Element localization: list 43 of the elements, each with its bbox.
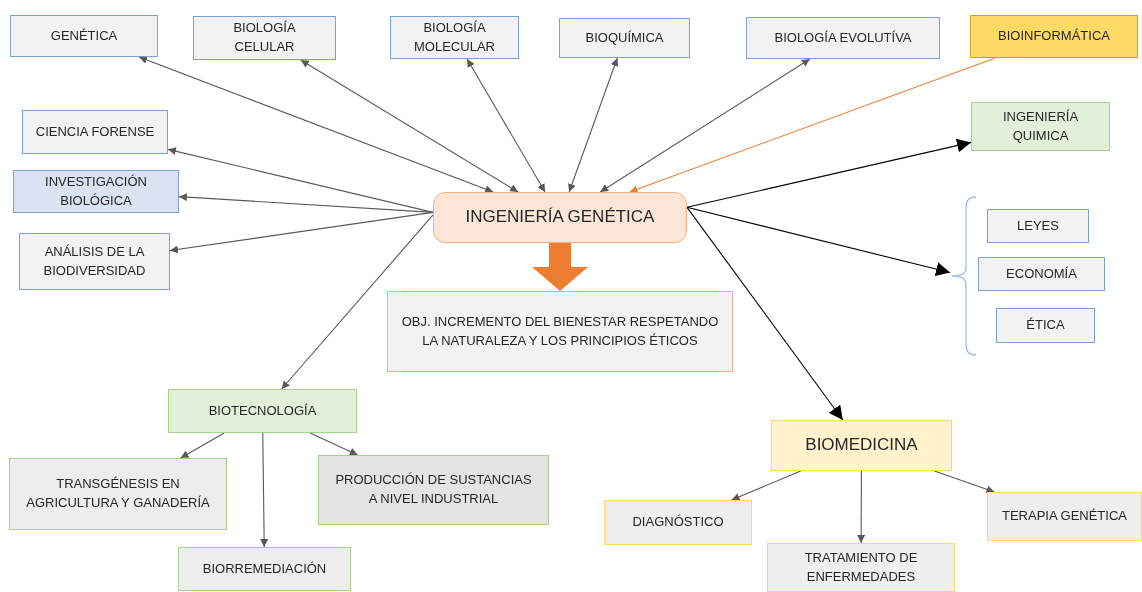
- concept-box: ANÁLISIS DE LA BIODIVERSIDAD: [19, 233, 170, 290]
- arrow: [686, 138, 972, 208]
- arrow: [167, 147, 434, 213]
- concept-box: DIAGNÓSTICO: [604, 500, 752, 545]
- concept-box: INVESTIGACIÓN BIOLÓGICA: [13, 170, 179, 213]
- curly-bracket: [950, 195, 978, 357]
- arrow: [466, 58, 546, 193]
- central-concept-box: INGENIERÍA GENÉTICA: [433, 192, 687, 243]
- concept-box: BIOLOGÍA EVOLUTÍVA: [746, 17, 940, 59]
- arrow: [309, 432, 359, 456]
- concept-box: BIOLOGÍA MOLECULAR: [390, 16, 519, 59]
- arrow: [138, 56, 494, 193]
- concept-box: LEYES: [987, 209, 1089, 243]
- concept-box: TERAPIA GENÉTICA: [987, 492, 1142, 541]
- arrow: [686, 206, 844, 421]
- arrow: [686, 206, 951, 276]
- concept-box: BIOTECNOLOGÍA: [168, 389, 357, 433]
- concept-box: TRANSGÉNESIS EN AGRICULTURA Y GANADERÍA: [9, 458, 227, 530]
- arrow: [857, 470, 866, 544]
- concept-box: BIOLOGÍA CELULAR: [193, 16, 336, 60]
- arrow: [260, 432, 269, 548]
- arrow: [281, 214, 434, 390]
- arrow: [568, 57, 619, 193]
- concept-box: OBJ. INCREMENTO DEL BIENESTAR RESPETANDO LA NATURALEZA Y LOS PRINCIPIOS ÉTICOS: [387, 291, 733, 372]
- concept-box: GENÉTICA: [10, 15, 158, 57]
- block-arrow: [532, 243, 588, 291]
- concept-box: CIENCIA FORENSE: [22, 110, 168, 154]
- arrow: [599, 58, 811, 193]
- concept-box: BIOQUÍMICA: [559, 18, 690, 58]
- arrow: [169, 211, 434, 254]
- arrow: [731, 470, 802, 501]
- arrow: [300, 59, 519, 193]
- concept-box: BIORREMEDIACIÓN: [178, 547, 351, 591]
- concept-box: ÉTICA: [996, 308, 1095, 343]
- concept-box: TRATAMIENTO DE ENFERMEDADES: [767, 543, 955, 592]
- arrow: [629, 57, 996, 193]
- concept-box: INGENIERÍA QUIMICA: [971, 102, 1110, 151]
- concept-box: BIOINFORMÁTICA: [970, 15, 1138, 58]
- concept-box: PRODUCCIÓN DE SUSTANCIAS A NIVEL INDUSTRIAL: [318, 455, 549, 525]
- arrow: [180, 432, 225, 459]
- concept-box: BIOMEDICINA: [771, 420, 952, 471]
- arrow: [933, 470, 995, 494]
- concept-box: ECONOMÍA: [978, 257, 1105, 291]
